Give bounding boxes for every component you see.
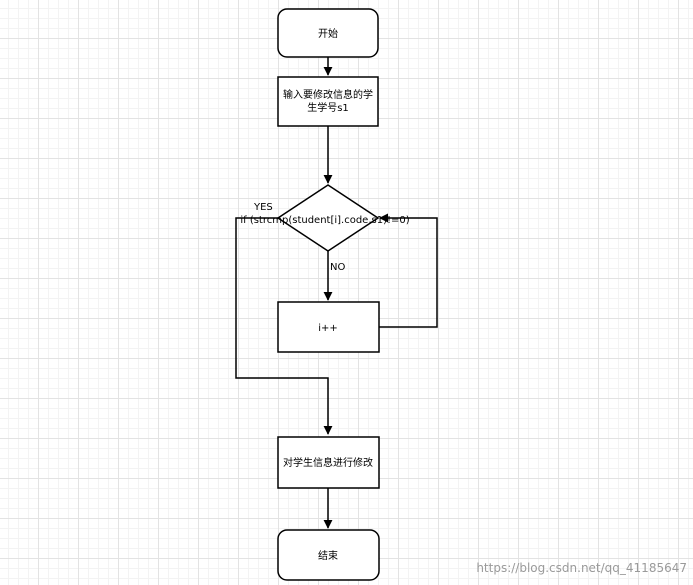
watermark-text: https://blog.csdn.net/qq_41185647 (476, 561, 687, 575)
modify-node-label: 对学生信息进行修改 (283, 456, 373, 469)
edge-condition-yes-to-modify (235, 217, 333, 435)
increment-node (277, 301, 380, 353)
increment-node-label: i++ (318, 323, 338, 334)
modify-node (277, 436, 380, 489)
input-node-label-line2: 生学号s1 (307, 101, 349, 114)
edge-increment-loop-to-condition (379, 213, 438, 328)
input-node-label-line1: 输入要修改信息的学 (283, 88, 373, 101)
end-node-label: 结束 (318, 549, 338, 562)
yes-edge-label: YES (253, 202, 273, 213)
end-node (277, 529, 380, 581)
condition-node-label: if (strcmp(student[i].code,s1)!=0) (240, 215, 409, 226)
input-node (277, 76, 379, 127)
no-edge-label: NO (330, 262, 345, 273)
start-node-label: 开始 (318, 27, 338, 40)
